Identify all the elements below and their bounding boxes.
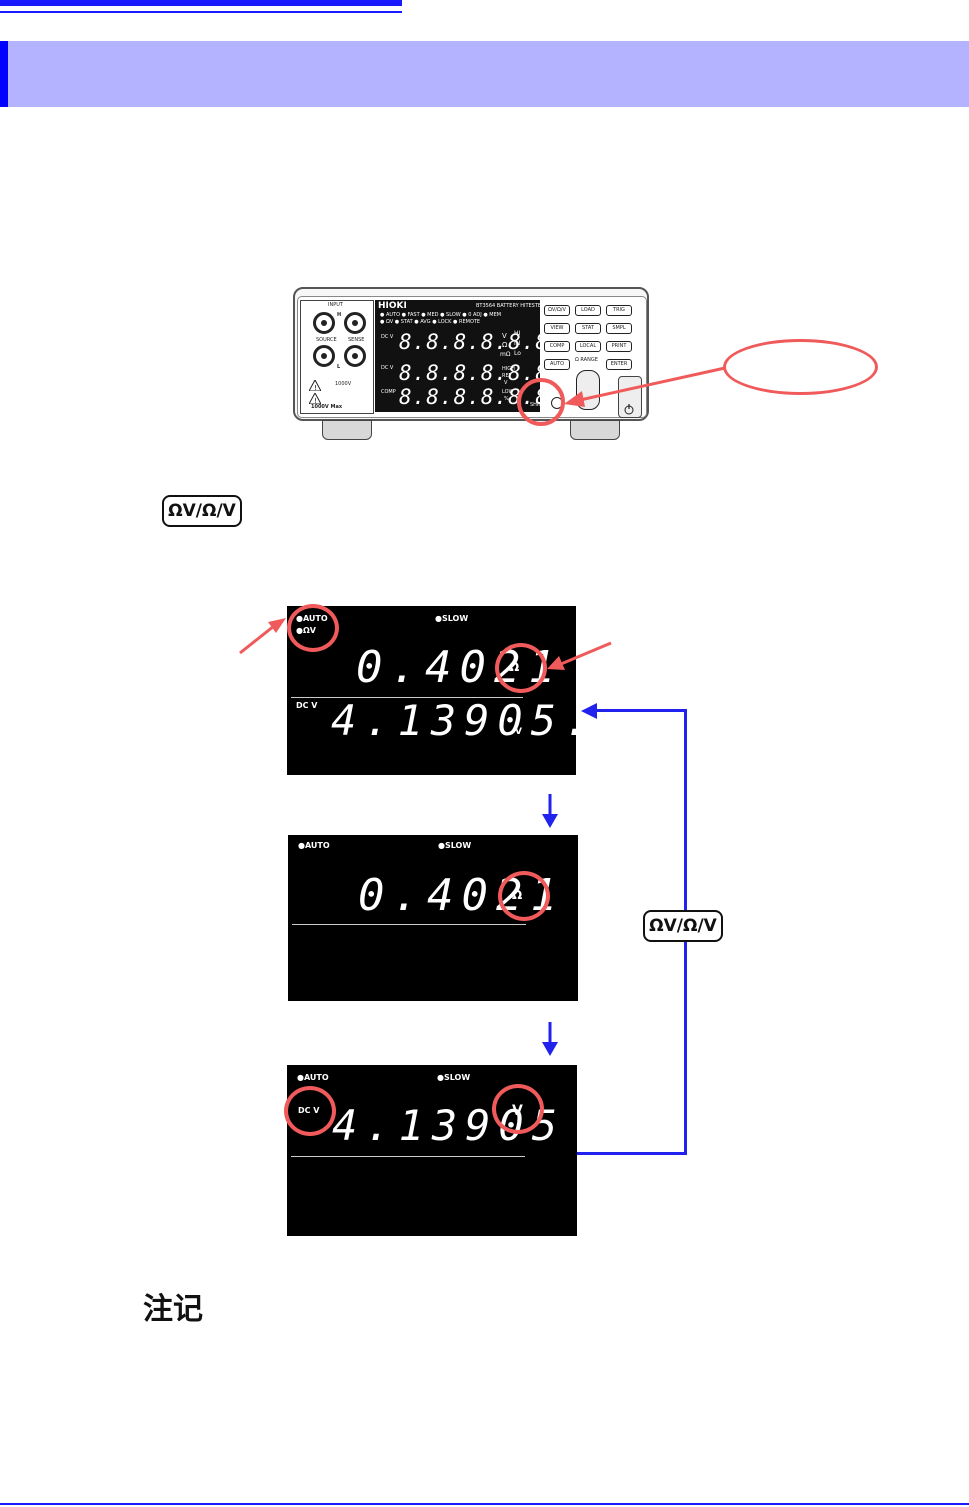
key-local[interactable]: LOCAL xyxy=(575,341,601,352)
max-voltage-label: 1000V Max xyxy=(311,404,343,410)
brand-logo: HIOKI xyxy=(378,301,407,311)
side-label-percent: % xyxy=(504,396,509,402)
warning-icon: ! xyxy=(308,376,322,395)
row-label-2: DC V xyxy=(381,365,394,371)
footer-rule xyxy=(0,1503,969,1505)
panel3-unit-highlight xyxy=(492,1084,544,1134)
panel1-mode-highlight xyxy=(287,604,339,652)
panel2-divider xyxy=(292,924,526,925)
side-ohm-v-key-icon: ΩV/Ω/V xyxy=(643,910,723,942)
range-selector[interactable] xyxy=(576,370,600,410)
loop-line-top xyxy=(596,709,687,712)
panel2-slow-label: ●SLOW xyxy=(438,841,472,850)
key-ohm-v[interactable]: ΩV/Ω/V xyxy=(544,305,570,316)
side-label-low: LOW xyxy=(502,389,514,395)
panel1-unit-arrow xyxy=(547,641,612,670)
key-trig[interactable]: TRIG xyxy=(606,305,632,316)
comp-lo-label: Lo xyxy=(514,350,521,357)
svg-text:!: ! xyxy=(314,397,317,404)
note-heading: 注记 xyxy=(143,1292,203,1327)
header-rule-thick xyxy=(0,0,402,6)
header-rule-thin xyxy=(0,11,402,13)
panel3-divider xyxy=(291,1156,525,1157)
unit-v-label: V xyxy=(502,332,507,340)
warning-icon-2: ! xyxy=(308,389,322,408)
terminal-source-h xyxy=(313,312,335,334)
panel2-unit-highlight xyxy=(498,871,550,921)
panel1-divider xyxy=(291,697,523,698)
terminal-h-label: H xyxy=(337,312,342,318)
down-arrow-1 xyxy=(542,794,558,828)
side-label-high: HIGH xyxy=(502,366,515,372)
key-auto[interactable]: AUTO xyxy=(544,359,570,370)
range-label: Ω RANGE xyxy=(575,357,598,363)
section-band-edge xyxy=(0,41,8,107)
row-label-1: DC V xyxy=(381,334,394,340)
callout-arrow xyxy=(564,366,726,407)
panel3-slow-label: ●SLOW xyxy=(437,1073,471,1082)
panel1-slow-label: ●SLOW xyxy=(435,614,469,623)
key-view[interactable]: VIEW xyxy=(544,323,570,334)
terminal-sense-h xyxy=(344,312,366,334)
key-smpl[interactable]: SMPL xyxy=(606,323,632,334)
terminal-sense-l xyxy=(344,345,366,367)
callout-ellipse xyxy=(723,339,878,395)
power-button[interactable] xyxy=(618,376,642,418)
panel1-reading-voltage: 4.13905. xyxy=(331,696,598,745)
row-label-3: COMP xyxy=(381,389,396,395)
key-enter[interactable]: ENTER xyxy=(606,359,632,370)
loop-line-bottom xyxy=(577,1152,687,1155)
input-label: INPUT xyxy=(328,302,343,308)
side-label-ref: REF xyxy=(502,373,512,379)
terminal-source-l xyxy=(313,345,335,367)
model-label: BT3564 BATTERY HITESTER xyxy=(476,303,545,309)
power-icon xyxy=(623,400,635,419)
panel1-dcv-label: DC V xyxy=(296,701,318,710)
section-title-band xyxy=(0,41,969,107)
panel1-mode-arrow xyxy=(239,618,286,655)
shift-key-highlight xyxy=(517,378,565,426)
key-load[interactable]: LOAD xyxy=(575,305,601,316)
terminal-l-label: L xyxy=(337,364,341,370)
indicator-row-2: ● ΩV ● STAT ● AVG ● LOCK ● REMOTE xyxy=(380,319,481,325)
svg-text:!: ! xyxy=(314,384,317,391)
comp-in-label: IN xyxy=(514,340,521,347)
device-foot-right xyxy=(570,420,620,440)
instrument-display xyxy=(375,300,540,412)
key-print[interactable]: PRINT xyxy=(606,341,632,352)
key-stat[interactable]: STAT xyxy=(575,323,601,334)
down-arrow-2 xyxy=(542,1022,558,1056)
unit-ohm-label: Ω xyxy=(502,341,508,349)
key-comp[interactable]: COMP xyxy=(544,341,570,352)
panel1-unit-highlight xyxy=(495,643,547,693)
comp-hi-label: HI xyxy=(514,330,521,337)
unit-mohm-label: mΩ xyxy=(500,351,511,358)
device-foot-left xyxy=(322,420,372,440)
panel2-auto-label: ●AUTO xyxy=(298,841,330,850)
panel3-dcv-highlight xyxy=(284,1086,336,1136)
source-label: SOURCE xyxy=(316,337,337,343)
loop-arrowhead xyxy=(581,703,597,719)
indicator-row-1: ● AUTO ● FAST ● MED ● SLOW ● 0 ADJ ● MEM xyxy=(380,312,502,318)
side-label-v: V xyxy=(504,380,508,386)
sense-label: SENSE xyxy=(348,337,365,343)
panel3-auto-label: ●AUTO xyxy=(297,1073,329,1082)
voltage-note: 1000V xyxy=(335,381,352,387)
panel1-unit-v: V xyxy=(515,727,522,737)
ohm-v-key-icon: ΩV/Ω/V xyxy=(162,495,242,527)
